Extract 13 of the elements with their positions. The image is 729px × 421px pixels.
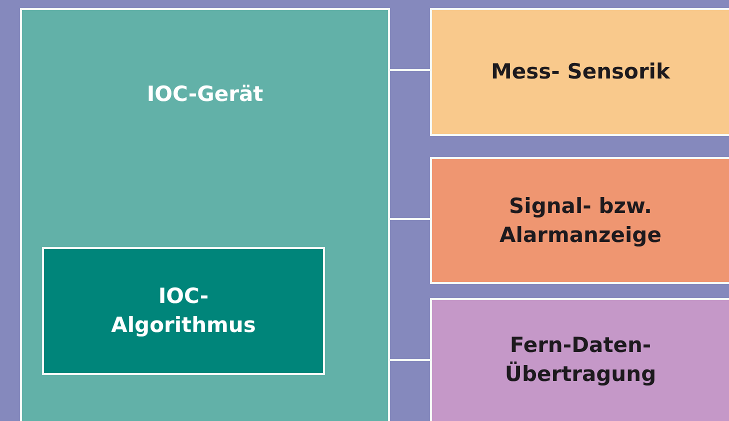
connector-line xyxy=(390,218,430,220)
device-box xyxy=(20,8,390,421)
process-box xyxy=(430,298,729,421)
process-box xyxy=(430,8,729,136)
box-label: Fern-Daten- Übertragung xyxy=(504,332,658,388)
process-box xyxy=(430,157,729,284)
box-label: Mess- Sensorik xyxy=(490,58,672,86)
box-label: IOC-Gerät xyxy=(146,81,264,108)
connector-line xyxy=(390,359,430,361)
box-label: Signal- bzw. Alarmanzeige xyxy=(498,192,662,248)
connector-line xyxy=(390,69,430,71)
process-box xyxy=(42,247,325,375)
box-label: IOC- Algorithmus xyxy=(110,283,257,339)
